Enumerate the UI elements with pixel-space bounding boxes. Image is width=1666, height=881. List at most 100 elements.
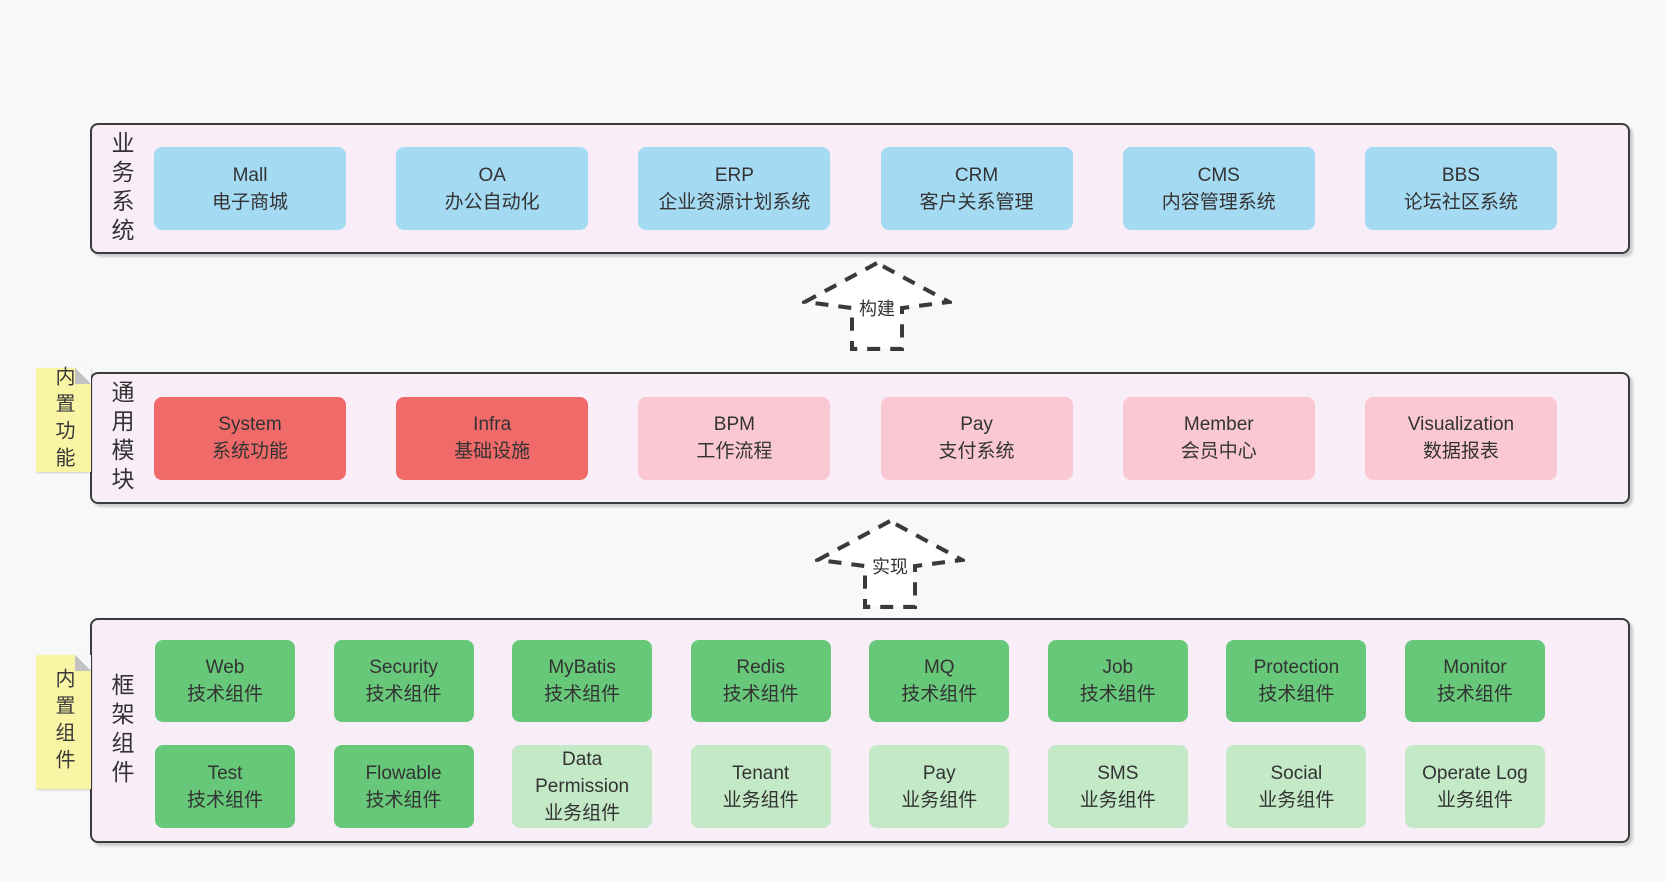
box-name: System	[218, 414, 282, 435]
box-name: BBS	[1441, 164, 1480, 186]
box-name: Protection	[1253, 657, 1340, 678]
box-desc: 业务组件	[722, 789, 799, 811]
box-name: Visualization	[1407, 414, 1515, 435]
box-name: Member	[1183, 414, 1254, 435]
box-desc: 技术组件	[1258, 684, 1335, 705]
box-operate-log: Operate Log 业务组件	[1404, 745, 1545, 828]
box-name: Redis	[736, 657, 785, 678]
box-tenant: Tenant 业务组件	[690, 745, 831, 828]
box-name: Infra	[473, 414, 512, 435]
section-business-label: 业务系统	[108, 130, 134, 247]
box-desc: 会员中心	[1180, 441, 1257, 462]
box-desc: 技术组件	[365, 684, 442, 705]
box-mq: MQ 技术组件	[869, 640, 1010, 722]
box-social: Social 业务组件	[1226, 745, 1367, 828]
box-name: MyBatis	[548, 657, 616, 678]
note-fold-corner	[75, 655, 91, 671]
box-desc: 业务组件	[901, 789, 978, 811]
box-desc: 业务组件	[1436, 789, 1513, 811]
note-fold-corner	[75, 368, 91, 384]
sticky-note-builtin-features: 内置功能	[36, 366, 91, 474]
box-desc: 业务组件	[1258, 789, 1335, 811]
box-name: Job	[1102, 657, 1134, 678]
box-name: CMS	[1197, 164, 1240, 186]
section-business-systems: 业务系统 Mall 电子商城 OA 办公自动化 ERP 企业资源计划系统 CRM…	[90, 123, 1630, 254]
framework-boxes-row-2: Test 技术组件 Flowable 技术组件 Data Permission …	[155, 745, 1545, 828]
box-oa: OA 办公自动化	[396, 147, 589, 230]
box-name: Mall	[232, 164, 268, 186]
box-web: Web 技术组件	[155, 640, 295, 722]
box-name: Data Permission	[535, 749, 630, 797]
box-name: OA	[478, 164, 506, 186]
box-name: MQ	[923, 657, 955, 678]
box-name: Operate Log	[1422, 762, 1528, 784]
arrow-implement: 实现	[815, 518, 965, 610]
box-name: Security	[369, 657, 438, 678]
box-desc: 技术组件	[1436, 684, 1513, 705]
box-bpm: BPM 工作流程	[638, 396, 831, 480]
box-desc: 技术组件	[544, 684, 621, 705]
box-security: Security 技术组件	[333, 640, 474, 722]
box-sms: SMS 业务组件	[1047, 745, 1188, 828]
box-desc: 内容管理系统	[1161, 191, 1276, 213]
section-modules-label: 通用模块	[108, 380, 134, 496]
box-name: Flowable	[365, 762, 442, 784]
box-redis: Redis 技术组件	[690, 640, 831, 722]
box-desc: 业务组件	[544, 803, 621, 824]
box-desc: 客户关系管理	[919, 191, 1034, 213]
box-desc: 技术组件	[1079, 684, 1156, 705]
box-name: Monitor	[1443, 657, 1507, 678]
sticky-note-builtin-components: 内置组件	[36, 655, 91, 789]
box-mybatis: MyBatis 技术组件	[512, 640, 653, 722]
box-desc: 技术组件	[186, 789, 263, 811]
box-erp: ERP 企业资源计划系统	[638, 147, 831, 230]
arrow-build: 构建	[802, 260, 952, 352]
box-desc: 支付系统	[938, 441, 1015, 462]
box-flowable: Flowable 技术组件	[333, 745, 474, 828]
business-boxes-row: Mall 电子商城 OA 办公自动化 ERP 企业资源计划系统 CRM 客户关系…	[154, 125, 1557, 252]
box-crm: CRM 客户关系管理	[880, 147, 1073, 230]
box-name: Social	[1270, 762, 1323, 784]
box-visualization: Visualization 数据报表	[1364, 396, 1557, 480]
sticky-note-text: 内置功能	[52, 366, 74, 474]
box-desc: 电子商城	[211, 191, 288, 213]
box-test: Test 技术组件	[155, 745, 295, 828]
box-monitor: Monitor 技术组件	[1404, 640, 1545, 722]
arrow-implement-label: 实现	[869, 555, 911, 579]
section-common-modules: 通用模块 System 系统功能 Infra 基础设施 BPM 工作流程 Pay…	[90, 372, 1630, 504]
box-desc: 业务组件	[1079, 789, 1156, 811]
box-desc: 技术组件	[365, 789, 442, 811]
box-desc: 论坛社区系统	[1403, 191, 1518, 213]
box-mall: Mall 电子商城	[154, 147, 346, 230]
box-desc: 办公自动化	[444, 191, 540, 213]
sticky-note-text: 内置组件	[52, 668, 74, 776]
box-name: Tenant	[732, 762, 790, 784]
box-desc: 技术组件	[722, 684, 799, 705]
section-framework-label: 框架组件	[108, 672, 134, 789]
box-pay: Pay 支付系统	[880, 396, 1073, 480]
box-job: Job 技术组件	[1047, 640, 1188, 722]
box-name: CRM	[954, 164, 999, 186]
box-name: Pay	[960, 414, 993, 435]
box-data-permission: Data Permission 业务组件	[512, 745, 653, 828]
modules-boxes-row: System 系统功能 Infra 基础设施 BPM 工作流程 Pay 支付系统…	[154, 374, 1557, 502]
box-desc: 基础设施	[454, 441, 531, 462]
box-system: System 系统功能	[154, 396, 346, 480]
box-infra: Infra 基础设施	[396, 396, 589, 480]
framework-boxes-row-1: Web 技术组件 Security 技术组件 MyBatis 技术组件 Redi…	[155, 640, 1545, 722]
section-framework-components: 框架组件 Web 技术组件 Security 技术组件 MyBatis 技术组件…	[90, 618, 1630, 843]
box-name: ERP	[714, 164, 754, 186]
box-protection: Protection 技术组件	[1226, 640, 1367, 722]
box-desc: 工作流程	[696, 441, 773, 462]
box-bbs: BBS 论坛社区系统	[1364, 147, 1557, 230]
box-desc: 技术组件	[186, 684, 263, 705]
box-cms: CMS 内容管理系统	[1122, 147, 1315, 230]
arrow-build-label: 构建	[856, 297, 898, 321]
box-desc: 数据报表	[1422, 441, 1499, 462]
box-desc: 技术组件	[901, 684, 978, 705]
box-name: Pay	[922, 762, 956, 784]
box-desc: 企业资源计划系统	[658, 191, 811, 213]
box-name: Web	[205, 657, 245, 678]
box-name: BPM	[713, 414, 755, 435]
box-member: Member 会员中心	[1122, 396, 1315, 480]
